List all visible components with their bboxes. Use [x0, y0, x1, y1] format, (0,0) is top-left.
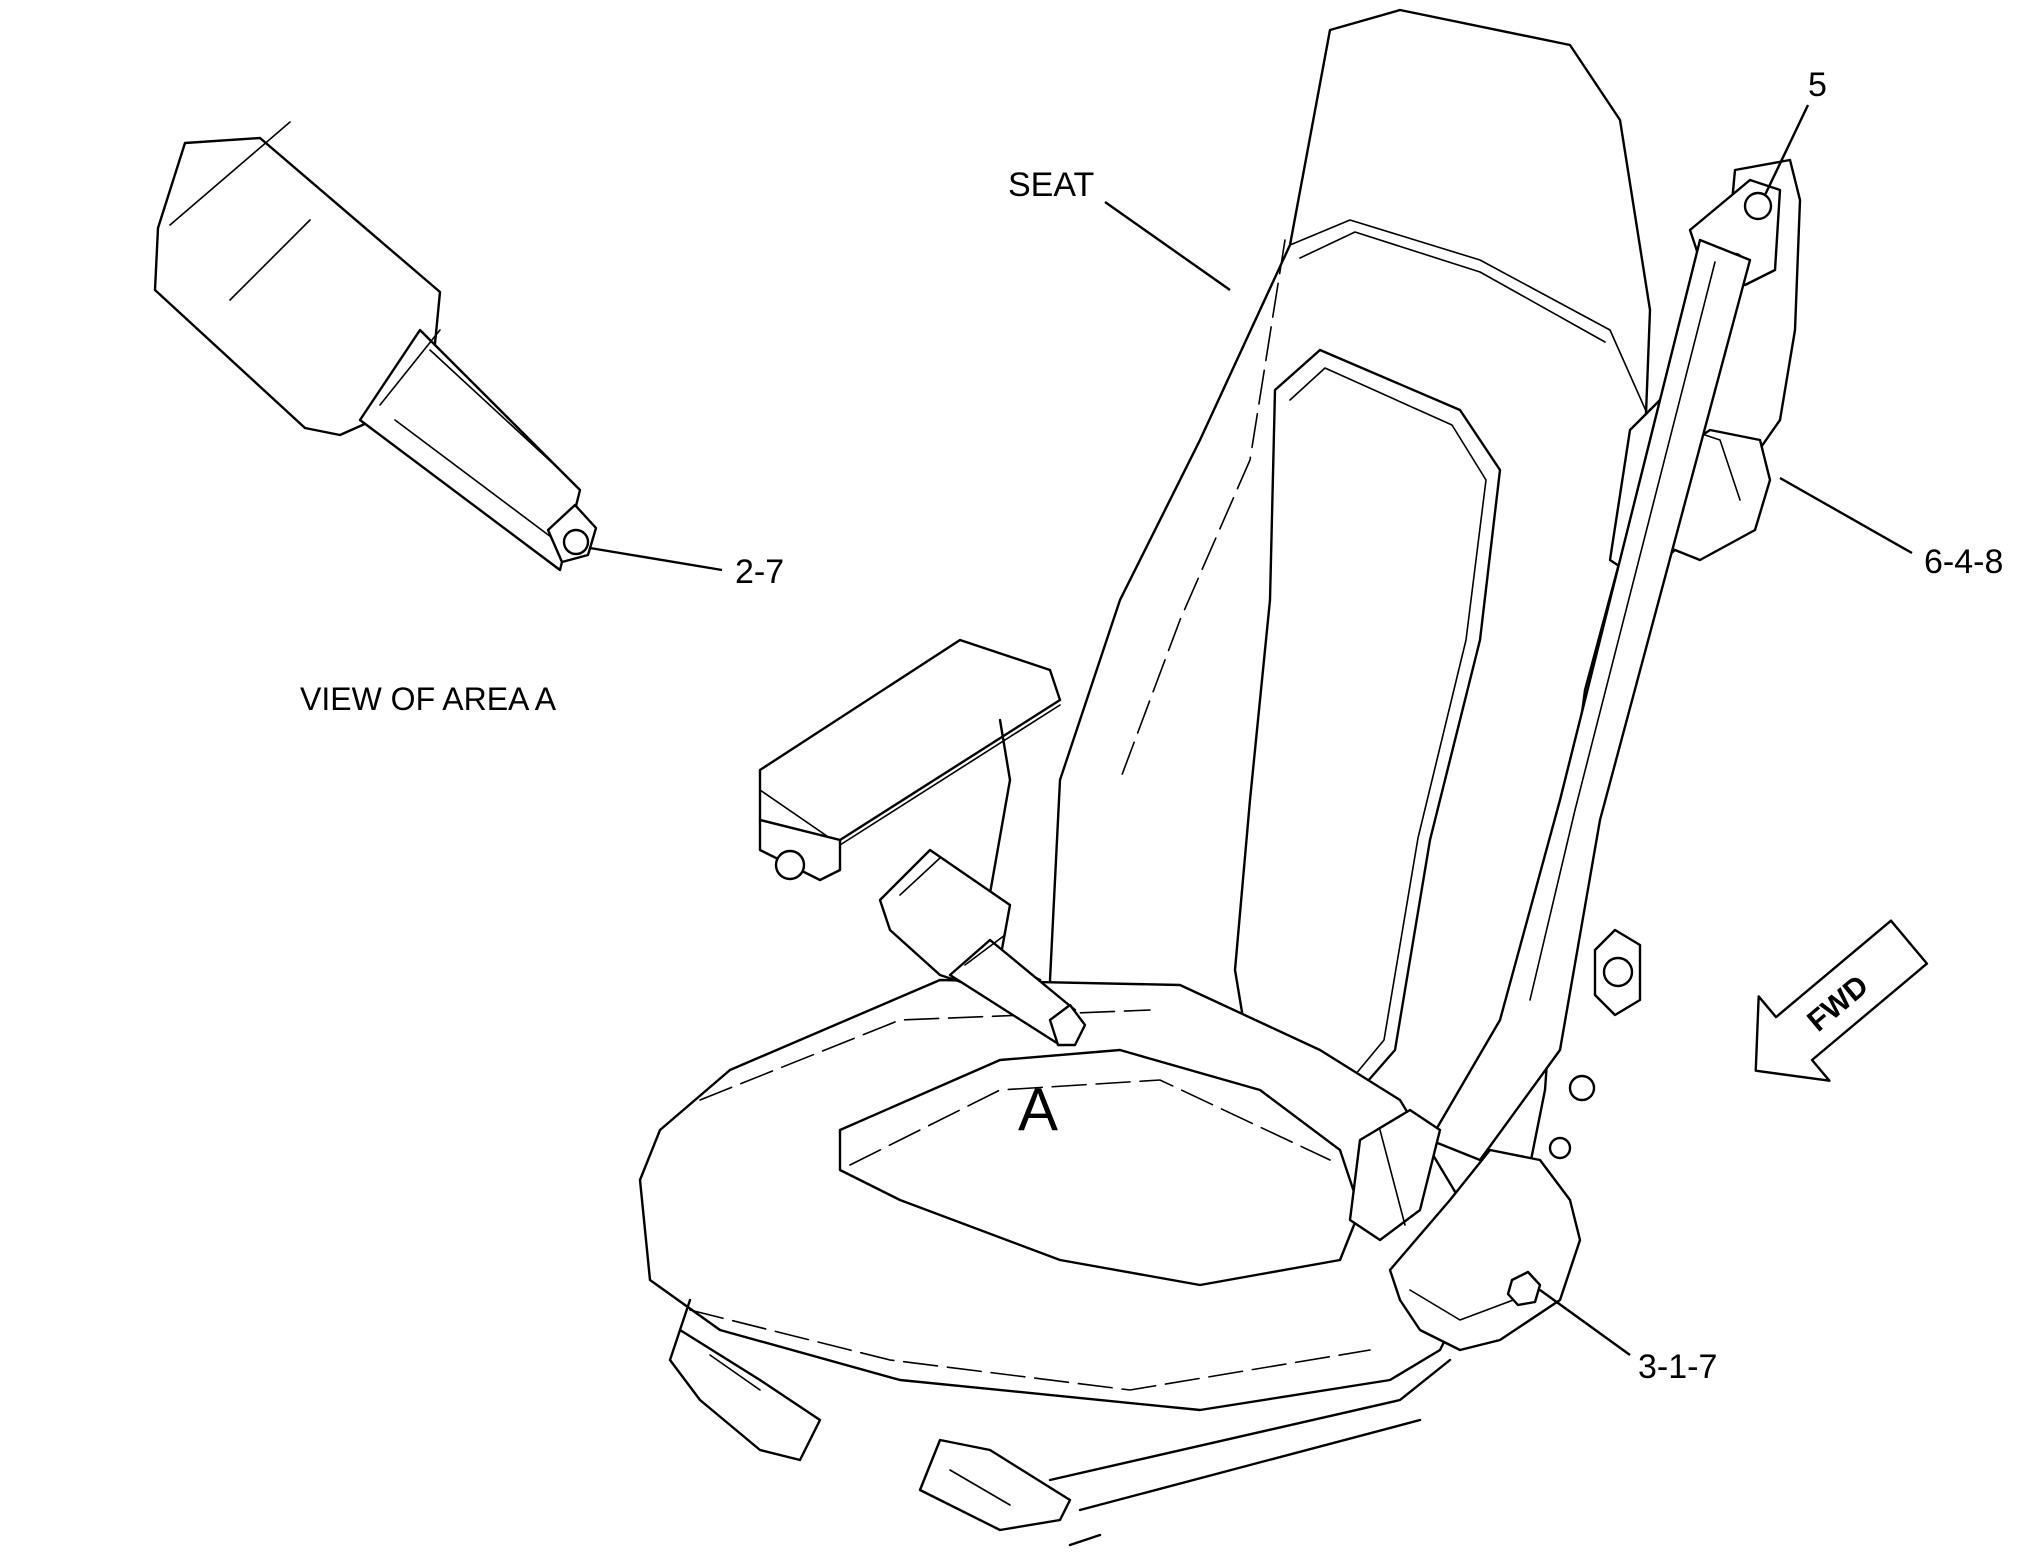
leader-5: [1763, 104, 1810, 196]
leader-3-1-7: [1539, 1289, 1631, 1356]
seat-buckle: [878, 848, 1087, 1047]
seat: [638, 8, 1802, 1547]
buckle-detail-view: [153, 121, 598, 572]
label-area-a: A: [1018, 1076, 1058, 1143]
label-part-6-4-8: 6-4-8: [1924, 543, 2003, 581]
fwd-arrow-icon: FWD: [1754, 919, 1929, 1082]
label-view-of-area-a: VIEW OF AREA A: [300, 681, 557, 717]
label-seat: SEAT: [1008, 166, 1094, 204]
lower-retractor: [1388, 1148, 1582, 1352]
leader-2-7: [589, 546, 723, 572]
label-part-5: 5: [1808, 66, 1827, 104]
label-part-2-7: 2-7: [735, 553, 784, 591]
shoulder-belt: [1348, 178, 1782, 1242]
label-part-3-1-7: 3-1-7: [1638, 1348, 1717, 1386]
leader-6-4-8: [1779, 476, 1913, 555]
leader-seat: [1104, 201, 1231, 291]
